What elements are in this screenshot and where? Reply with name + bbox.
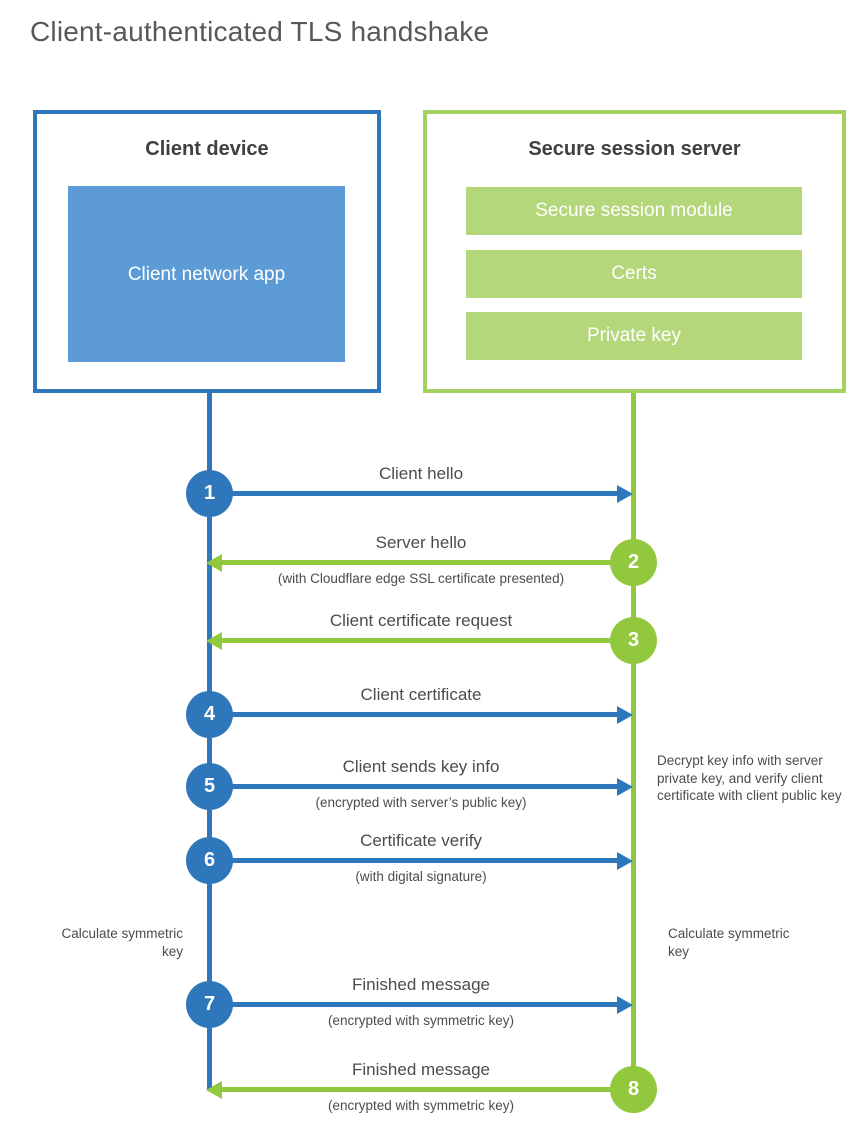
step-6-arrowhead-icon [617, 852, 633, 870]
step-5-arrowhead-icon [617, 778, 633, 796]
client-device-title: Client device [145, 138, 269, 160]
client-network-app-box: Client network app [68, 186, 345, 362]
step-6-arrow [209, 858, 617, 863]
server-module-secure-session: Secure session module [466, 187, 802, 235]
step-6-label: Certificate verify [360, 831, 482, 850]
step-8-badge: 8 [610, 1066, 657, 1113]
step-3-badge: 3 [610, 617, 657, 664]
step-7-badge: 7 [186, 981, 233, 1028]
server-box: Secure session server Secure session mod… [423, 110, 846, 393]
client-device-box: Client device Client network app [33, 110, 381, 393]
step-1-arrow [209, 491, 617, 496]
step-3-label: Client certificate request [329, 611, 513, 630]
client-network-app-label: Client network app [127, 263, 286, 285]
step-5-sublabel: (encrypted with server’s public key) [315, 795, 527, 810]
decrypt-note: Decrypt key info with server private key… [657, 753, 842, 803]
step-1-badge: 1 [186, 470, 233, 517]
step-8-sublabel: (encrypted with symmetric key) [327, 1098, 515, 1113]
calc-symmetric-key-left: Calculate symmetric key [61, 926, 183, 959]
client-lifeline [207, 393, 212, 1090]
step-8-arrow [222, 1087, 633, 1092]
step-5-label: Client sends key info [342, 757, 500, 776]
calc-symmetric-key-right: Calculate symmetric key [668, 926, 790, 959]
step-6-badge: 6 [186, 837, 233, 884]
step-2-badge: 2 [610, 539, 657, 586]
step-8-arrowhead-icon [206, 1081, 222, 1099]
step-4-arrow [209, 712, 617, 717]
step-6-sublabel: (with digital signature) [355, 869, 487, 884]
step-4-badge: 4 [186, 691, 233, 738]
step-7-label: Finished message [352, 975, 490, 994]
step-3-arrowhead-icon [206, 632, 222, 650]
step-5-arrow [209, 784, 617, 789]
step-8-label: Finished message [352, 1060, 490, 1079]
page-title: Client-authenticated TLS handshake [30, 16, 490, 47]
step-7-arrow [209, 1002, 617, 1007]
step-2-arrow [222, 560, 633, 565]
step-7-arrowhead-icon [617, 996, 633, 1014]
step-2-arrowhead-icon [206, 554, 222, 572]
step-2-sublabel: (with Cloudflare edge SSL certificate pr… [277, 571, 565, 586]
step-2-label: Server hello [375, 533, 467, 552]
step-4-label: Client certificate [360, 685, 482, 704]
server-box-title: Secure session server [528, 138, 741, 160]
step-7-sublabel: (encrypted with symmetric key) [327, 1013, 515, 1028]
step-3-arrow [222, 638, 633, 643]
step-4-arrowhead-icon [617, 706, 633, 724]
server-module-private-key: Private key [466, 312, 802, 360]
step-1-label: Client hello [378, 464, 464, 483]
server-module-label: Secure session module [535, 200, 733, 221]
server-module-label: Private key [587, 325, 681, 346]
server-module-label: Certs [611, 263, 657, 284]
step-5-badge: 5 [186, 763, 233, 810]
step-1-arrowhead-icon [617, 485, 633, 503]
server-lifeline [631, 393, 636, 1093]
server-module-certs: Certs [466, 250, 802, 298]
